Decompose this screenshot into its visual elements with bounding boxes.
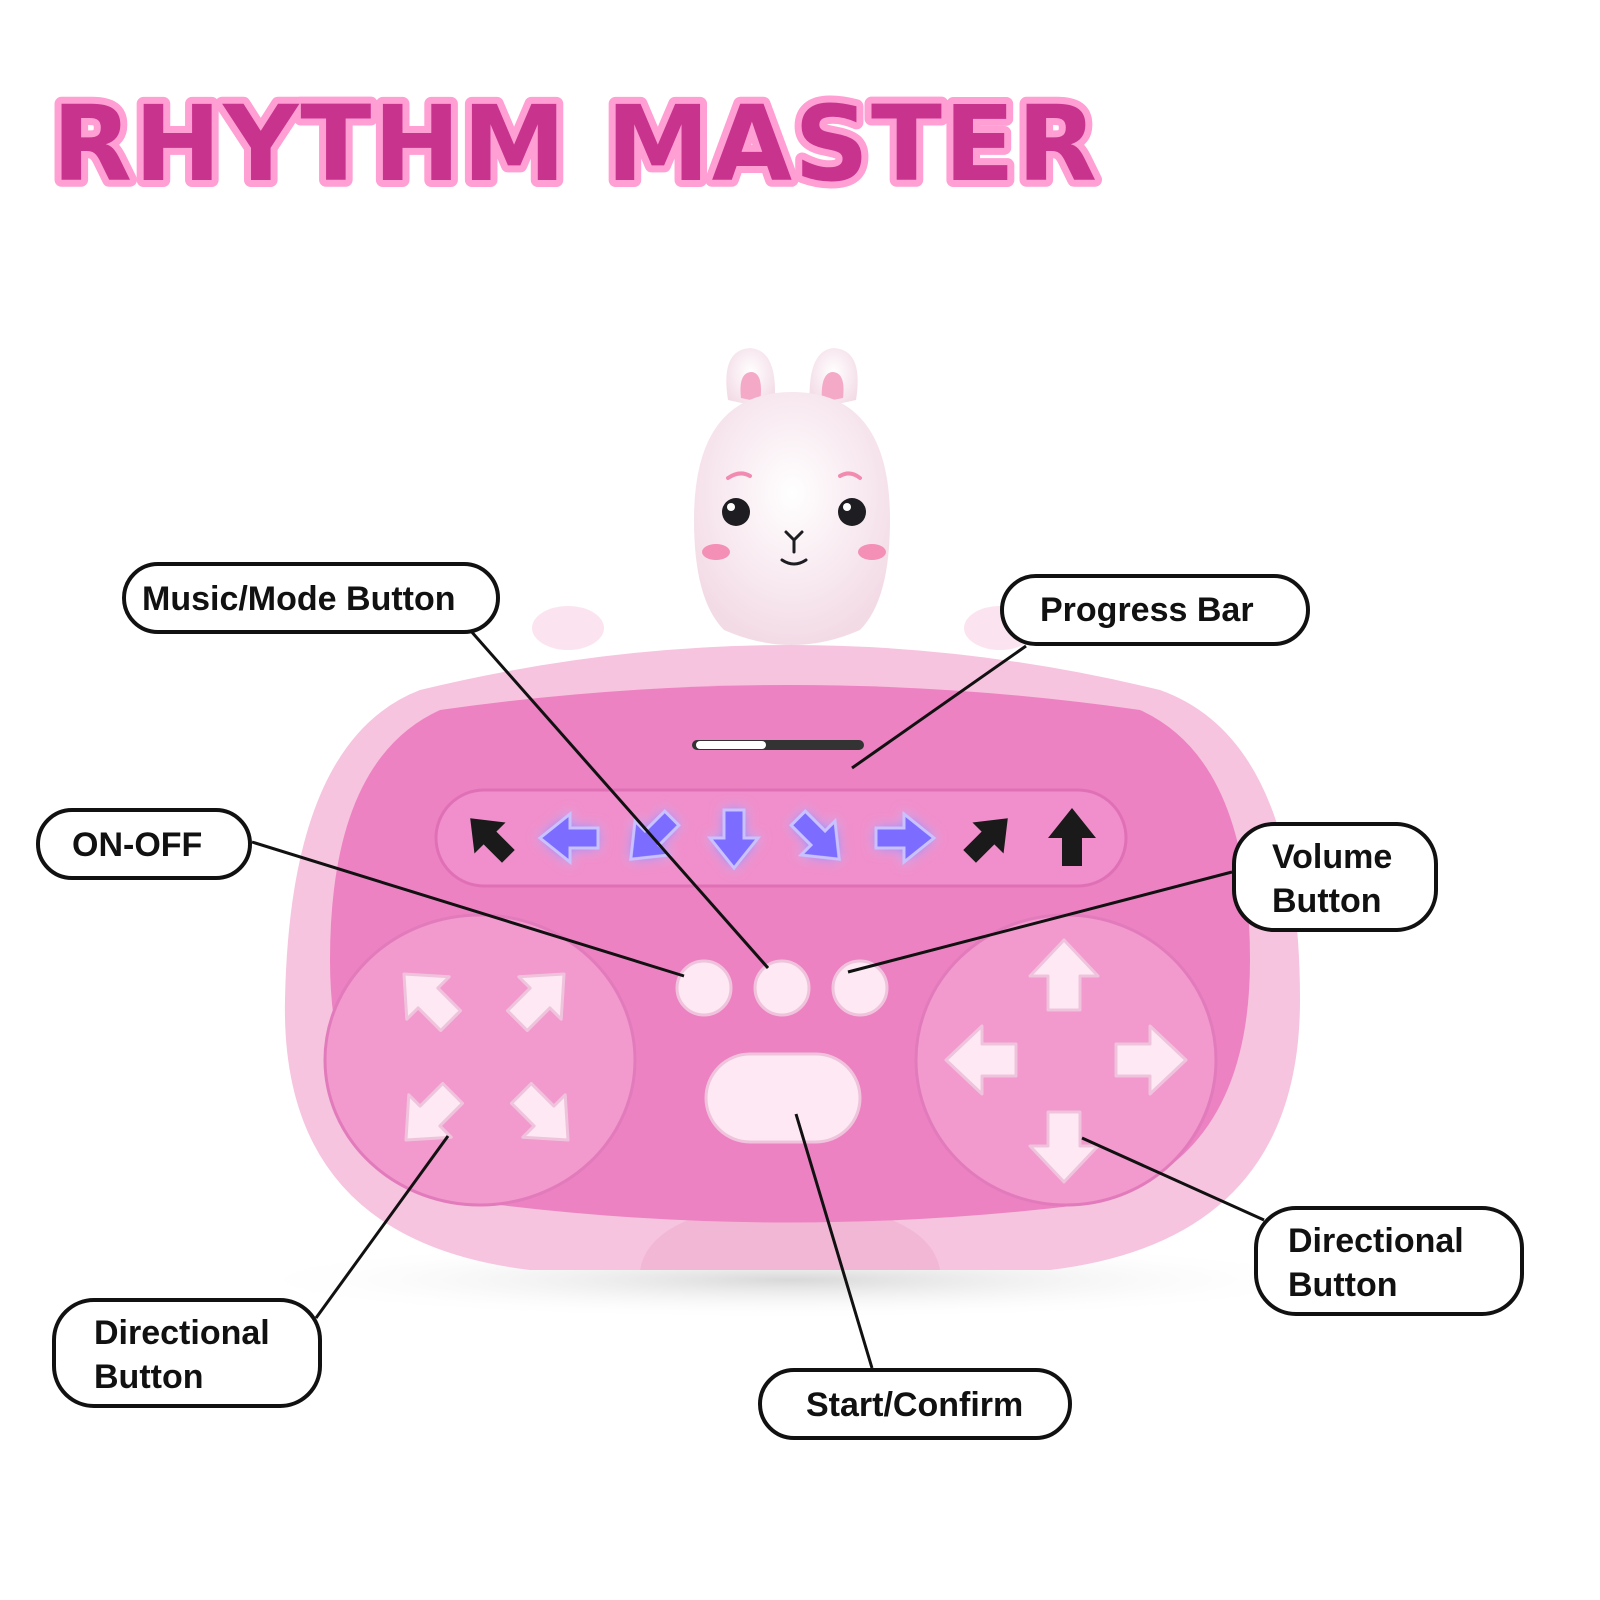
callout-start-confirm: Start/Confirm — [758, 1368, 1072, 1440]
callout-music-mode-label: Music/Mode Button — [142, 580, 456, 618]
arrow-display-strip — [434, 788, 1128, 888]
bunny-ear-left-inner — [740, 372, 761, 402]
callout-volume: Volume Button — [1232, 822, 1438, 932]
callout-progress-bar-label: Progress Bar — [1040, 591, 1254, 629]
progress-bar-fill — [696, 741, 766, 749]
callout-on-off: ON-OFF — [36, 808, 252, 880]
music-mode-button[interactable] — [753, 959, 811, 1017]
pad-button-right[interactable] — [1114, 1024, 1188, 1096]
leader-on-off — [251, 840, 685, 978]
arrow-right-icon — [874, 810, 937, 866]
arrow-left-icon — [537, 810, 600, 866]
arrow-up-icon — [1048, 808, 1096, 866]
pad-button-down-right[interactable] — [500, 1072, 589, 1161]
bunny-brow-left — [726, 471, 752, 480]
callout-volume-label-line1: Volume — [1272, 838, 1392, 876]
callout-start-confirm-label: Start/Confirm — [806, 1386, 1023, 1424]
callout-music-mode: Music/Mode Button — [122, 562, 500, 634]
title: RHYTHM MASTER RHYTHM MASTER — [45, 76, 1104, 212]
leader-directional-right — [1081, 1136, 1265, 1222]
callout-progress-bar: Progress Bar — [1000, 574, 1310, 646]
bunny-eye-right — [838, 498, 866, 526]
arrow-up-left-icon — [470, 818, 515, 863]
callout-directional-right-line2: Button — [1288, 1266, 1398, 1304]
callout-directional-right-line1: Directional — [1288, 1222, 1464, 1260]
bunny-cheek-left — [702, 544, 730, 560]
page-title: RHYTHM MASTER — [52, 83, 1099, 205]
bunny-cheek-right — [858, 544, 886, 560]
leader-lines — [251, 629, 1265, 1369]
callout-directional-left-line2: Button — [94, 1358, 204, 1396]
arrow-down-icon — [706, 808, 762, 871]
leader-progress-bar — [851, 644, 1027, 770]
bunny-head — [694, 348, 890, 645]
bunny-ear-right-inner — [821, 372, 844, 402]
callout-on-off-label: ON-OFF — [72, 826, 202, 864]
leader-directional-left — [314, 1135, 450, 1319]
volume-button[interactable] — [831, 959, 889, 1017]
pad-button-up-left[interactable] — [383, 953, 472, 1042]
left-direction-pad — [323, 913, 637, 1207]
pad-button-down[interactable] — [1028, 1110, 1100, 1184]
callout-directional-left: Directional Button — [52, 1298, 322, 1408]
pad-button-left[interactable] — [944, 1024, 1018, 1096]
on-off-button[interactable] — [675, 959, 733, 1017]
bunny-eye-right-shine — [843, 503, 851, 511]
bunny-brow-right — [838, 471, 862, 480]
callout-directional-left-line1: Directional — [94, 1314, 270, 1352]
callout-volume-label-line2: Button — [1272, 882, 1382, 920]
callouts: Music/Mode Button Progress Bar ON-OFF Vo… — [36, 562, 1524, 1440]
start-confirm-button[interactable] — [704, 1052, 862, 1144]
leader-music-mode — [468, 629, 770, 969]
leader-start-confirm — [794, 1113, 874, 1369]
bunny-eye-left-shine — [727, 503, 735, 511]
bunny-face — [694, 392, 890, 645]
pad-button-up-right[interactable] — [496, 953, 585, 1042]
callout-directional-right: Directional Button — [1254, 1206, 1524, 1316]
leader-volume — [847, 870, 1233, 974]
bunny-mouth — [780, 538, 808, 566]
pad-button-down-left[interactable] — [385, 1072, 474, 1161]
game-device — [230, 348, 1350, 1320]
arrow-down-right-icon — [789, 809, 841, 861]
arrow-up-right-icon — [963, 818, 1008, 863]
shoulder-bump-left — [532, 606, 604, 650]
display-arrows — [470, 808, 1096, 871]
bunny-eye-left — [722, 498, 750, 526]
pad-button-up[interactable] — [1028, 938, 1100, 1012]
title-outline: RHYTHM MASTER — [52, 83, 1099, 205]
